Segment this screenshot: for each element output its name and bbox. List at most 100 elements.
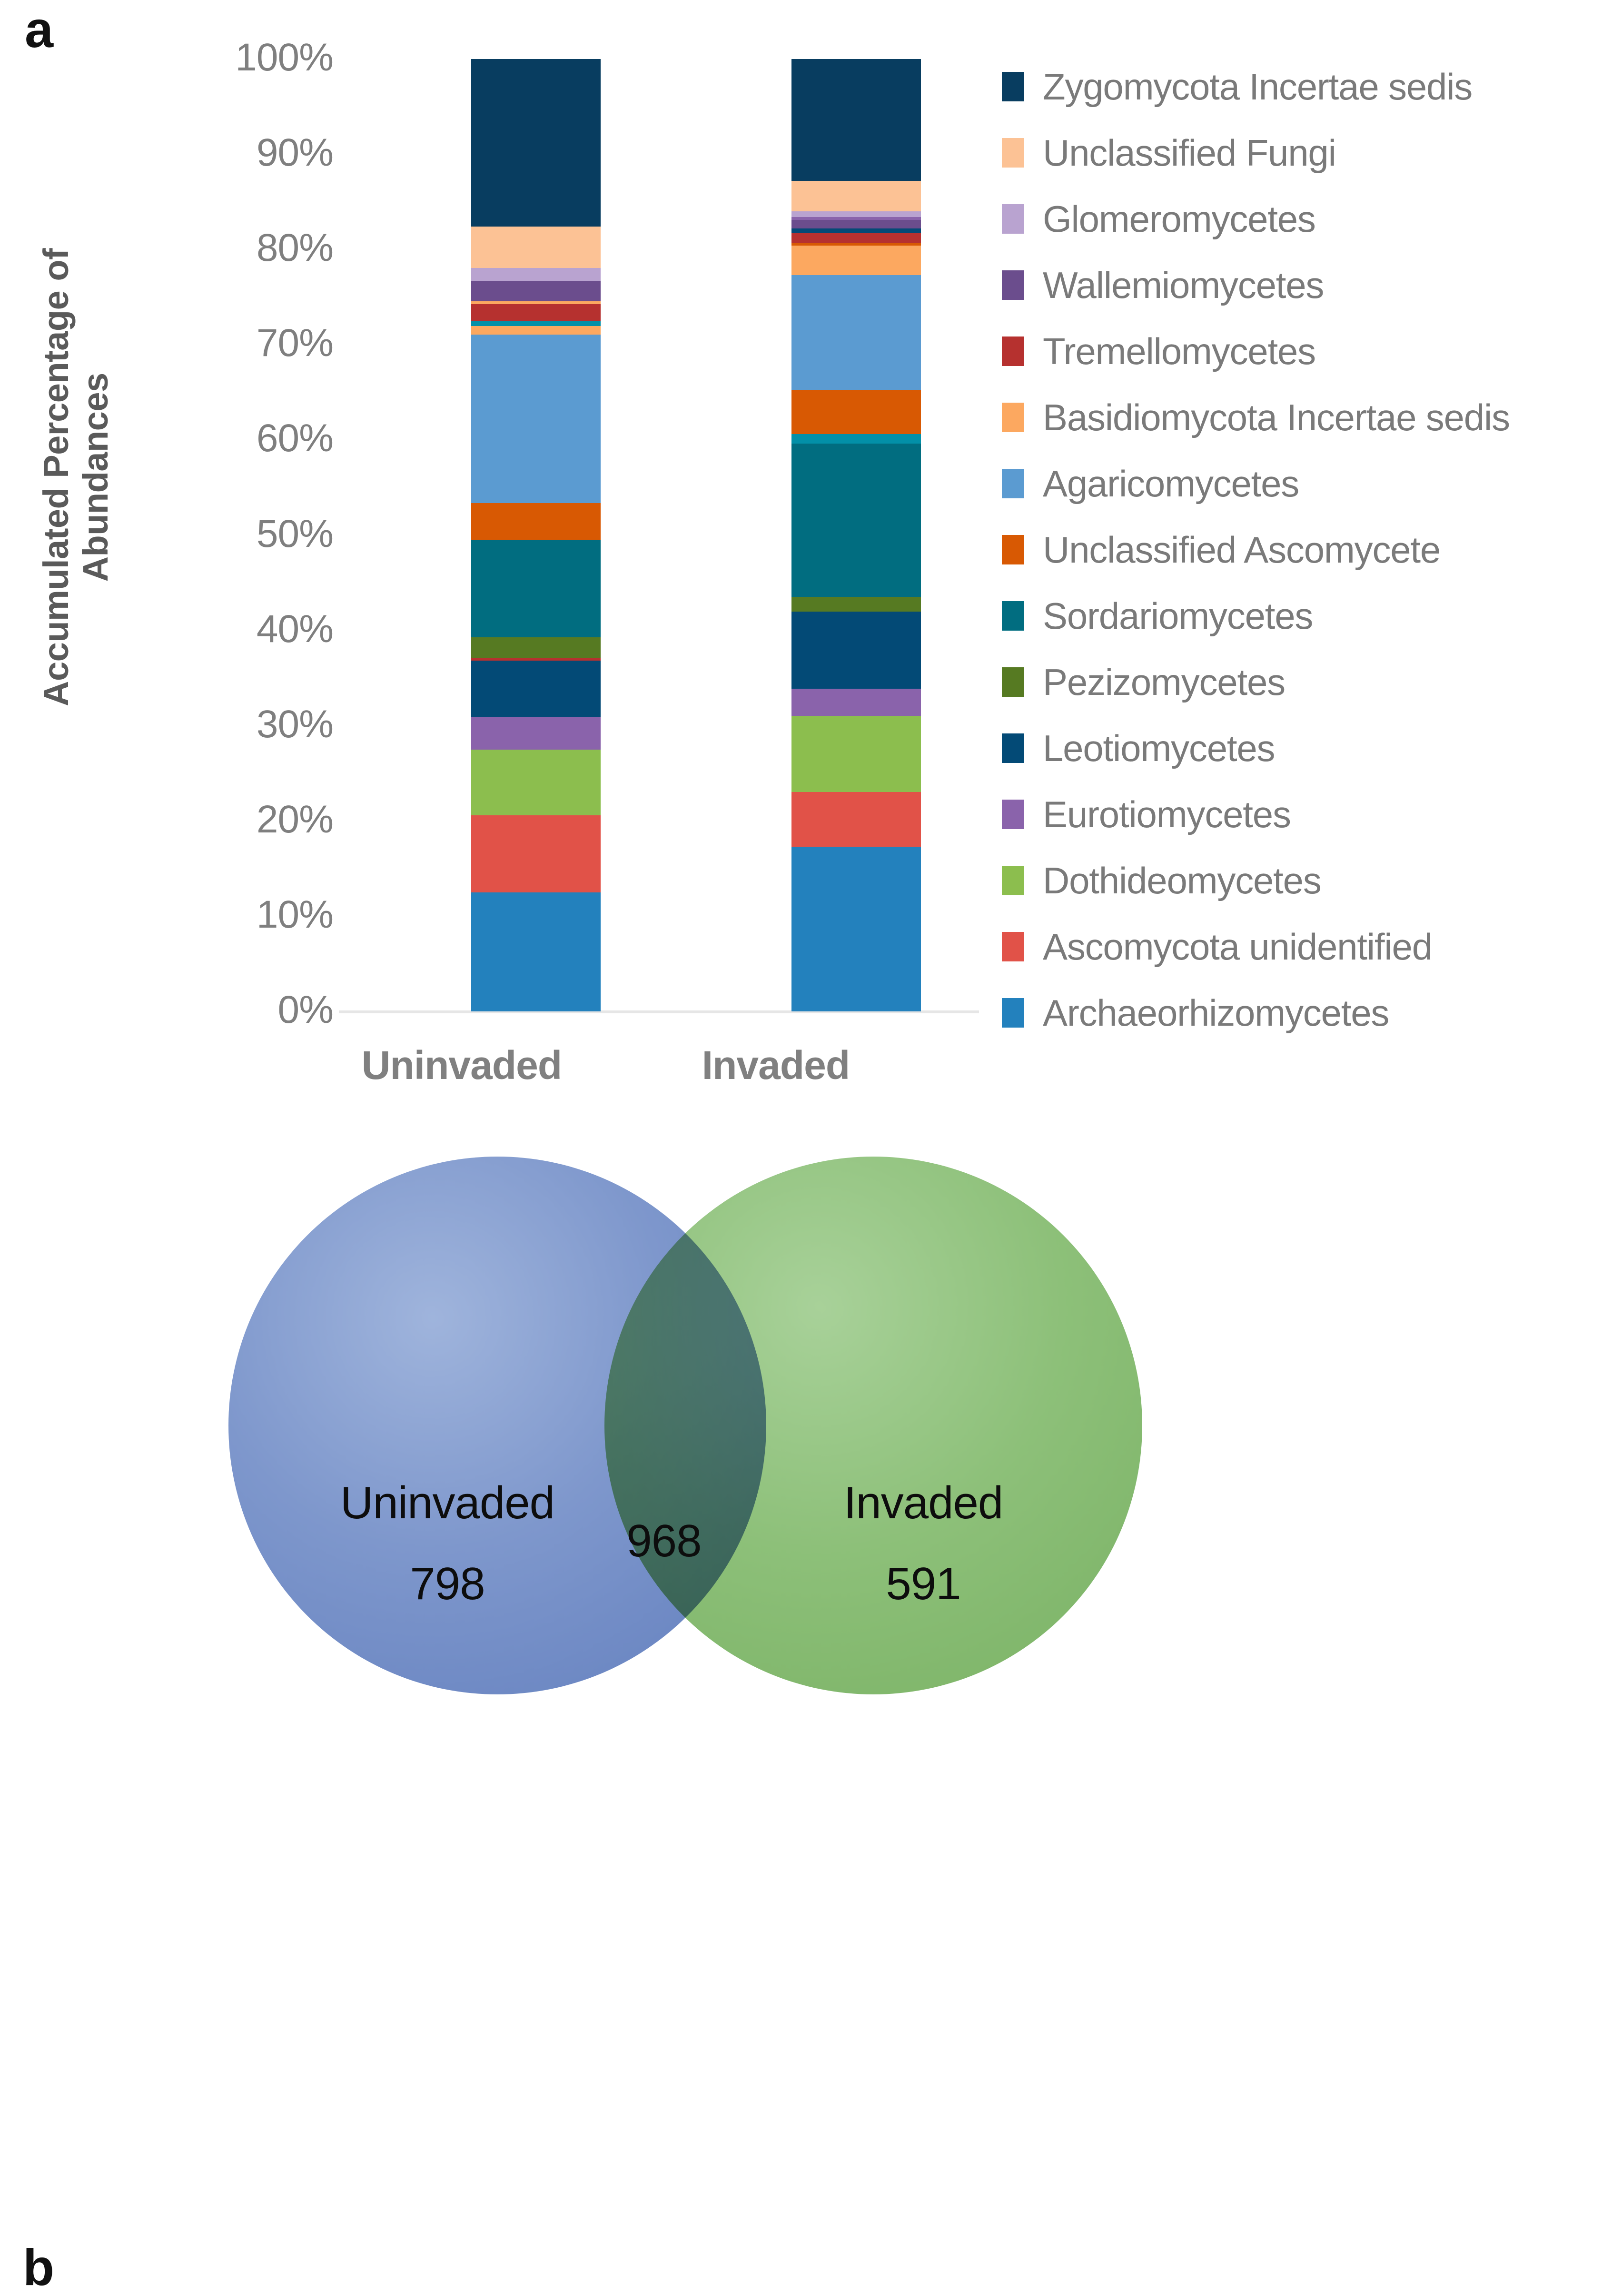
- venn-count-invaded: 591: [886, 1558, 961, 1609]
- legend-item-label: Pezizomycetes: [1043, 661, 1286, 703]
- bar-segment[interactable]: [791, 243, 921, 246]
- venn-circle-invaded[interactable]: [604, 1157, 1142, 1694]
- venn-diagram: Uninvaded 798 Invaded 591 968: [228, 1118, 1142, 1723]
- legend-swatch-icon: [1002, 270, 1024, 300]
- legend-swatch-icon: [1002, 336, 1024, 366]
- bar-uninvaded[interactable]: [471, 59, 601, 1011]
- legend-item-label: Tremellomycetes: [1043, 330, 1316, 372]
- legend-item-label: Sordariomycetes: [1043, 594, 1313, 637]
- plot-area: [339, 59, 972, 1011]
- legend-swatch-icon: [1002, 204, 1024, 234]
- y-tick-label: 20%: [256, 797, 334, 841]
- legend-item-label: Basidiomycota Incertae sedis: [1043, 396, 1510, 438]
- bar-segment[interactable]: [471, 321, 601, 326]
- legend-item-label: Zygomycota Incertae sedis: [1043, 65, 1473, 108]
- bar-segment[interactable]: [791, 609, 921, 612]
- legend-item[interactable]: Glomeromycetes: [1002, 186, 1597, 252]
- venn-count-intersection: 968: [626, 1515, 702, 1566]
- panel-b-label: b: [23, 2238, 54, 2296]
- legend-item[interactable]: Basidiomycota Incertae sedis: [1002, 384, 1597, 450]
- legend-item-label: Eurotiomycetes: [1043, 793, 1291, 835]
- legend-item-label: Wallemiomycetes: [1043, 264, 1324, 306]
- bar-segment[interactable]: [791, 390, 921, 434]
- legend-swatch-icon: [1002, 667, 1024, 697]
- bar-segment[interactable]: [471, 892, 601, 1011]
- venn-count-uninvaded: 798: [410, 1558, 485, 1609]
- y-tick-label: 90%: [256, 131, 334, 175]
- legend-swatch-icon: [1002, 71, 1024, 101]
- legend-item-label: Leotiomycetes: [1043, 727, 1276, 769]
- legend-item[interactable]: Wallemiomycetes: [1002, 252, 1597, 318]
- legend-item[interactable]: Pezizomycetes: [1002, 649, 1597, 715]
- legend-item[interactable]: Unclassified Fungi: [1002, 119, 1597, 186]
- bar-segment[interactable]: [791, 596, 921, 610]
- legend-item[interactable]: Unclassified Ascomycete: [1002, 516, 1597, 583]
- bar-segment[interactable]: [471, 658, 601, 661]
- legend-item[interactable]: Zygomycota Incertae sedis: [1002, 53, 1597, 119]
- bar-segment[interactable]: [471, 326, 601, 335]
- y-tick-label: 100%: [235, 36, 334, 79]
- legend-swatch-icon: [1002, 402, 1024, 432]
- bar-segment[interactable]: [471, 301, 601, 305]
- bar-segment[interactable]: [471, 226, 601, 268]
- legend-item-label: Unclassified Fungi: [1043, 131, 1336, 174]
- panel-b-venn-diagram: b Uninvaded 798 Invaded 591 968: [0, 1109, 1602, 2293]
- bar-segment[interactable]: [791, 246, 921, 275]
- y-tick-label: 10%: [256, 892, 334, 936]
- legend-item-label: Glomeromycetes: [1043, 198, 1316, 240]
- bar-segment[interactable]: [791, 181, 921, 211]
- bar-segment[interactable]: [791, 220, 921, 229]
- panel-a-label: a: [25, 0, 54, 58]
- bar-segment[interactable]: [791, 217, 921, 220]
- bar-segment[interactable]: [471, 637, 601, 658]
- legend-item[interactable]: Archaeorhizomycetes: [1002, 980, 1597, 1046]
- bar-segment[interactable]: [791, 689, 921, 716]
- x-axis-label-invaded: Invaded: [702, 1043, 850, 1088]
- bar-segment[interactable]: [791, 275, 921, 390]
- legend-item-label: Agaricomycetes: [1043, 462, 1299, 505]
- bar-segment[interactable]: [471, 749, 601, 816]
- legend-item[interactable]: Sordariomycetes: [1002, 583, 1597, 649]
- bar-segment[interactable]: [791, 59, 921, 181]
- legend-item[interactable]: Dothideomycetes: [1002, 847, 1597, 913]
- legend-swatch-icon: [1002, 534, 1024, 564]
- bar-segment[interactable]: [471, 59, 601, 227]
- legend-swatch-icon: [1002, 733, 1024, 763]
- bar-segment[interactable]: [471, 539, 601, 637]
- bar-segment[interactable]: [471, 280, 601, 302]
- legend-swatch-icon: [1002, 865, 1024, 895]
- legend-item[interactable]: Tremellomycetes: [1002, 318, 1597, 384]
- bar-segment[interactable]: [791, 444, 921, 597]
- bar-segment[interactable]: [791, 228, 921, 233]
- legend-item[interactable]: Leotiomycetes: [1002, 715, 1597, 781]
- bar-segment[interactable]: [791, 846, 921, 1011]
- bar-segment[interactable]: [791, 232, 921, 244]
- legend-item[interactable]: Eurotiomycetes: [1002, 781, 1597, 847]
- bar-segment[interactable]: [791, 434, 921, 444]
- y-tick-label: 60%: [256, 416, 334, 460]
- legend-item-label: Unclassified Ascomycete: [1043, 528, 1441, 571]
- y-axis-tick-labels: 100%90%80%70%60%50%40%30%20%10%0%: [181, 0, 334, 1047]
- bar-segment[interactable]: [791, 612, 921, 689]
- legend-swatch-icon: [1002, 998, 1024, 1028]
- legend-item[interactable]: Ascomycota unidentified: [1002, 913, 1597, 980]
- bar-segment[interactable]: [471, 267, 601, 281]
- legend-item-label: Ascomycota unidentified: [1043, 925, 1433, 968]
- bar-invaded[interactable]: [791, 59, 921, 1011]
- bar-segment[interactable]: [791, 716, 921, 792]
- bar-segment[interactable]: [471, 815, 601, 892]
- legend-swatch-icon: [1002, 601, 1024, 631]
- venn-label-invaded: Invaded: [843, 1477, 1004, 1528]
- bar-segment[interactable]: [471, 503, 601, 540]
- bar-segment[interactable]: [471, 304, 601, 321]
- venn-label-uninvaded: Uninvaded: [340, 1477, 555, 1528]
- legend-item[interactable]: Agaricomycetes: [1002, 450, 1597, 516]
- bar-segment[interactable]: [471, 717, 601, 750]
- bar-segment[interactable]: [791, 211, 921, 217]
- bar-segment[interactable]: [471, 335, 601, 504]
- bar-segment[interactable]: [471, 661, 601, 717]
- panel-a-stacked-bar-chart: a Accumulated Percentage of Abundances 1…: [0, 0, 1602, 1109]
- bar-segment[interactable]: [791, 792, 921, 847]
